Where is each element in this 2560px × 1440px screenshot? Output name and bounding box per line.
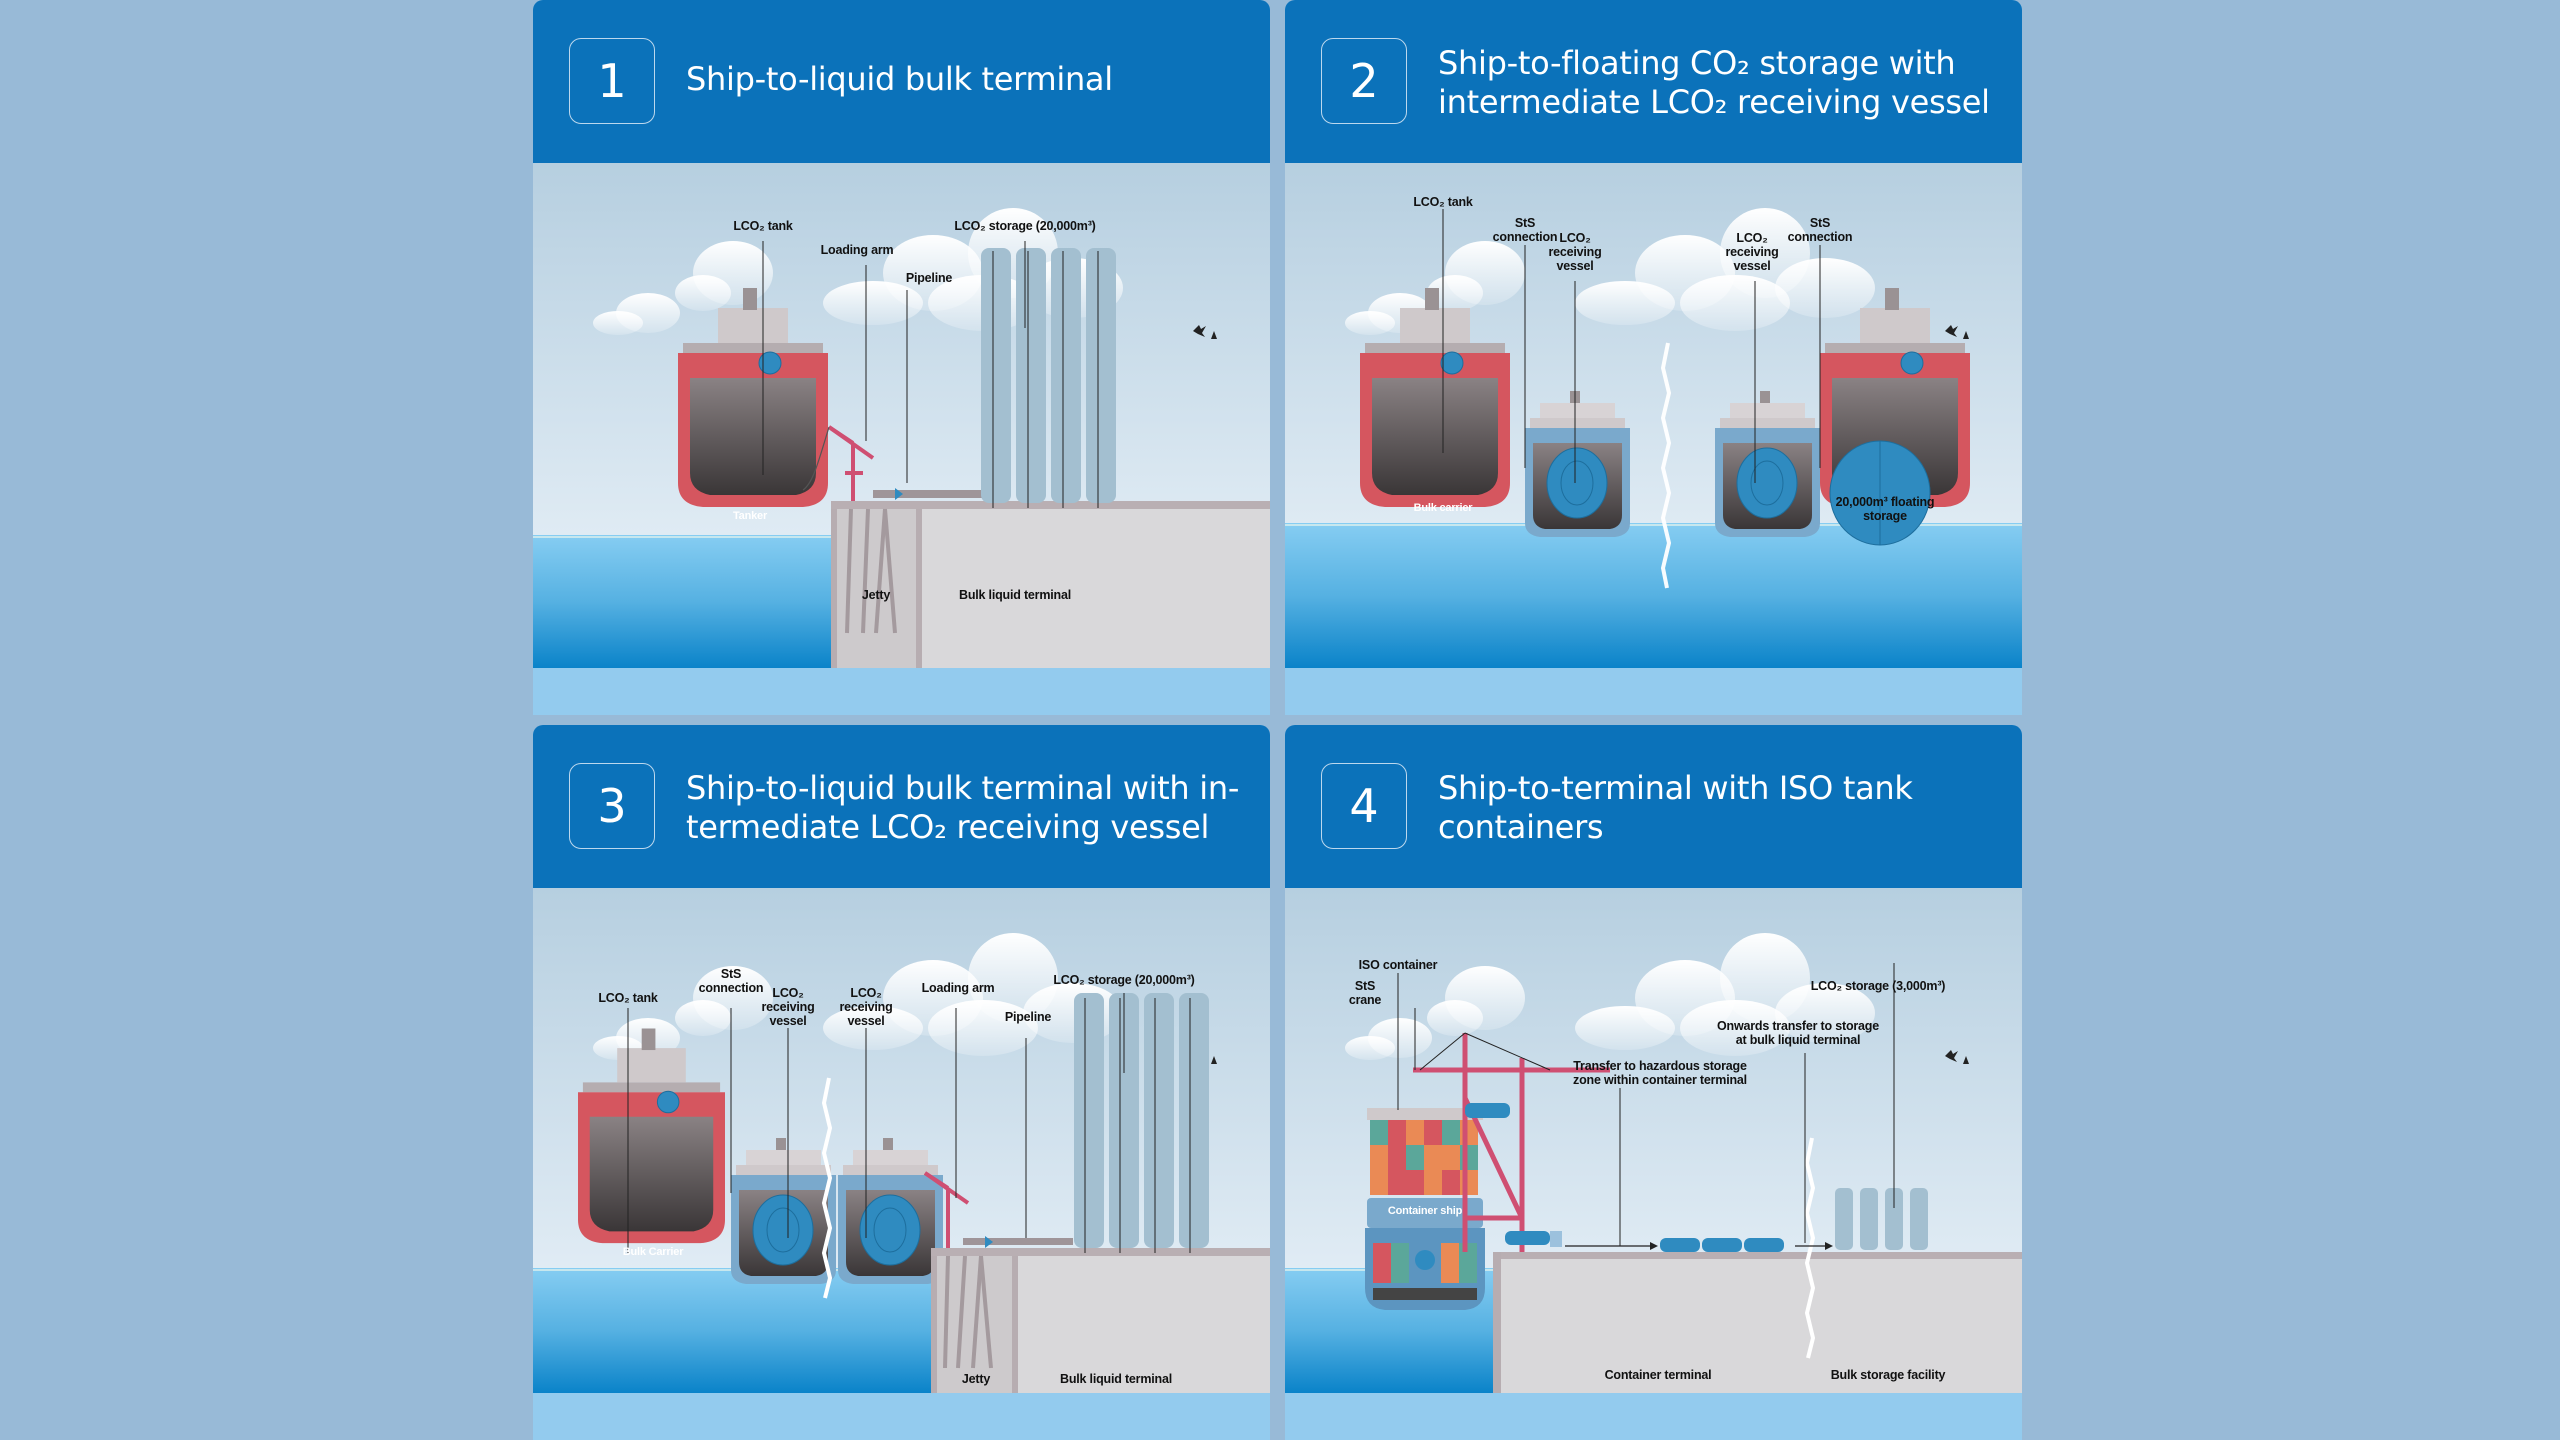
label-hazardous-transfer: Transfer to hazardous storage zone withi… xyxy=(1573,1059,1747,1087)
panel-header: 4 Ship-to-terminal with ISO tank contain… xyxy=(1285,725,2022,888)
label-jetty: Jetty xyxy=(861,588,891,602)
label-lco2-storage: LCO₂ storage (20,000m³) xyxy=(954,219,1096,233)
panel-title: Ship-to-liquid bulk terminal xyxy=(686,60,1113,98)
scene-graphic xyxy=(533,163,1270,668)
label-onwards-transfer: Onwards transfer to storage at bulk liqu… xyxy=(1716,1019,1879,1047)
panel-number: 4 xyxy=(1321,763,1407,849)
scene-illustration: LCO₂ tank StS connection LCO₂ receiving … xyxy=(533,888,1270,1393)
label-sts-connection: StS connection xyxy=(698,967,764,995)
jetty-and-terminal xyxy=(831,501,1270,668)
label-floating-storage: 20,000m³ floating storage xyxy=(1835,495,1935,523)
panel-number: 2 xyxy=(1321,38,1407,124)
label-loading-arm: Loading arm xyxy=(820,243,894,257)
label-receiving-vessel-1: LCO₂ receiving vessel xyxy=(1548,231,1602,273)
label-lco2-tank: LCO₂ tank xyxy=(598,991,658,1005)
scene-illustration: LCO₂ tank Loading arm Pipeline LCO₂ stor… xyxy=(533,163,1270,668)
label-loading-arm: Loading arm xyxy=(921,981,995,995)
label-container-ship: Container ship xyxy=(1387,1205,1463,1217)
panel-ship-to-terminal-with-receiving-vessel: 3 Ship-to-liquid bulk terminal with in- … xyxy=(533,725,1270,1440)
scene-illustration: ISO container StS crane LCO₂ storage (3,… xyxy=(1285,888,2022,1393)
label-bulk-liquid-terminal: Bulk liquid terminal xyxy=(959,588,1071,602)
label-jetty: Jetty xyxy=(961,1372,991,1386)
label-iso-container: ISO container xyxy=(1358,958,1438,972)
label-sts-connection-1: StS connection xyxy=(1492,216,1558,244)
label-lco2-storage: LCO₂ storage (20,000m³) xyxy=(1053,973,1195,987)
label-sts-crane: StS crane xyxy=(1348,979,1382,1007)
label-bulk-storage-facility: Bulk storage facility xyxy=(1830,1368,1946,1382)
panel-title: Ship-to-terminal with ISO tank container… xyxy=(1438,769,1913,846)
panel-ship-to-floating-storage: 2 Ship-to-floating CO₂ storage with inte… xyxy=(1285,0,2022,715)
panel-header: 3 Ship-to-liquid bulk terminal with in- … xyxy=(533,725,1270,888)
loading-arm xyxy=(827,425,875,501)
label-receiving-vessel-2: LCO₂ receiving vessel xyxy=(1725,231,1779,273)
panel-ship-to-terminal-iso-containers: 4 Ship-to-terminal with ISO tank contain… xyxy=(1285,725,2022,1440)
label-receiving-vessel-1: LCO₂ receiving vessel xyxy=(761,986,815,1028)
panel-header: 1 Ship-to-liquid bulk terminal xyxy=(533,0,1270,163)
container-ship xyxy=(1365,1108,1485,1310)
panel-header: 2 Ship-to-floating CO₂ storage with inte… xyxy=(1285,0,2022,163)
label-bulk-liquid-terminal: Bulk liquid terminal xyxy=(1060,1372,1172,1386)
label-container-terminal: Container terminal xyxy=(1604,1368,1712,1382)
label-tanker: Tanker xyxy=(732,510,768,522)
scene-graphic xyxy=(1285,888,2022,1393)
label-pipeline: Pipeline xyxy=(1004,1010,1052,1024)
panel-title: Ship-to-floating CO₂ storage with interm… xyxy=(1438,44,1990,121)
scene-graphic xyxy=(533,888,1270,1393)
scene-graphic xyxy=(1285,163,2022,668)
label-pipeline: Pipeline xyxy=(905,271,953,285)
scene-illustration: LCO₂ tank StS connection LCO₂ receiving … xyxy=(1285,163,2022,668)
label-bulk-carrier: Bulk carrier xyxy=(1413,502,1473,514)
label-sts-connection-2: StS connection xyxy=(1787,216,1853,244)
panel-title: Ship-to-liquid bulk terminal with in- te… xyxy=(686,769,1240,846)
panel-ship-to-liquid-bulk-terminal: 1 Ship-to-liquid bulk terminal xyxy=(533,0,1270,715)
panel-number: 1 xyxy=(569,38,655,124)
label-bulk-carrier: Bulk Carrier xyxy=(622,1246,684,1258)
label-receiving-vessel-2: LCO₂ receiving vessel xyxy=(839,986,893,1028)
label-lco2-tank: LCO₂ tank xyxy=(1413,195,1473,209)
panel-number: 3 xyxy=(569,763,655,849)
label-lco2-storage: LCO₂ storage (3,000m³) xyxy=(1810,979,1946,993)
label-lco2-tank: LCO₂ tank xyxy=(733,219,793,233)
